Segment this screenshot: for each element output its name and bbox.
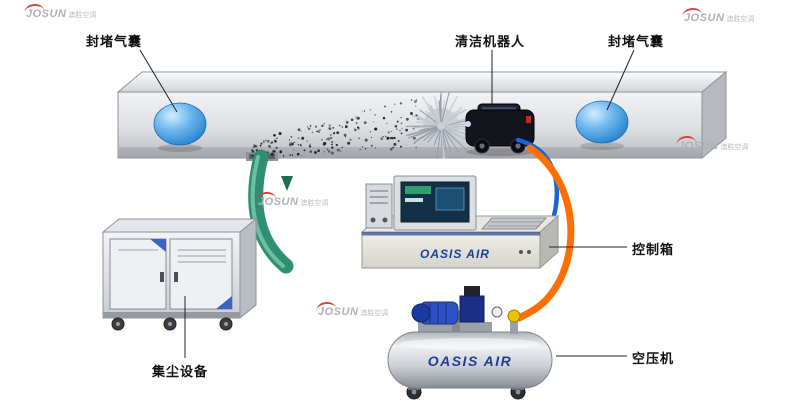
watermark-sub: 澳胜空调	[68, 12, 97, 19]
sealing-balloon-left	[153, 102, 207, 152]
leader-lines	[139, 49, 635, 358]
watermark-sub: 澳胜空调	[300, 200, 329, 207]
tank-brand-text: OASIS AIR	[428, 353, 513, 369]
watermark-brand: JOSUN	[684, 12, 725, 24]
air-hose-orange	[515, 144, 575, 322]
label-control-box: 控制箱	[632, 242, 675, 257]
watermark-brand: JOSUN	[678, 140, 719, 152]
watermark-sub: 澳胜空调	[726, 16, 755, 23]
label-dust-collector: 集尘设备	[152, 364, 209, 379]
air-duct	[116, 70, 728, 161]
airflow-arrow	[281, 176, 293, 191]
watermark-brand: JOSUN	[26, 8, 67, 20]
watermark-brand: JOSUN	[318, 306, 359, 318]
label-seal-left: 封堵气囊	[86, 34, 143, 49]
label-compressor: 空压机	[632, 351, 675, 366]
sealing-balloon-right	[575, 100, 629, 150]
label-seal-right: 封堵气囊	[608, 34, 665, 49]
rotary-brush	[405, 91, 477, 159]
hose-valve-yellow	[507, 309, 521, 334]
console-brand-text: OASIS AIR	[420, 247, 490, 261]
control-console: OASIS AIR	[360, 175, 560, 270]
watermark-sub: 澳胜空调	[360, 310, 389, 317]
cleaning-robot	[405, 91, 535, 159]
dust-collector-unit	[101, 217, 258, 331]
watermark-brand: JOSUN	[258, 196, 299, 208]
leader-seal-left	[139, 49, 178, 113]
suction-hose-green	[248, 149, 294, 274]
label-robot: 清洁机器人	[455, 34, 526, 49]
leader-seal-right	[606, 49, 635, 111]
air-compressor-unit: OASIS AIR	[387, 286, 553, 400]
watermark-sub: 澳胜空调	[720, 144, 749, 151]
